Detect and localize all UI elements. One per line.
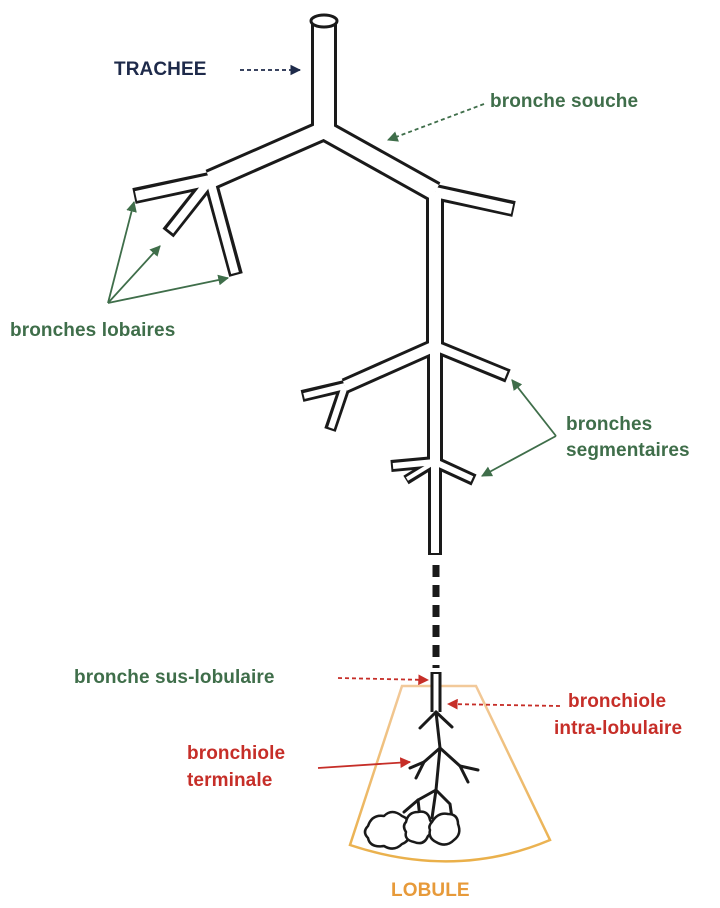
label-bronche-souche: bronche souche [490,91,638,113]
arrow-bronche-souche [388,104,484,140]
label-bronchiole-intra-line1: bronchiole [568,691,666,713]
bronchioles [404,712,478,818]
label-bronchiole-terminale-line1: bronchiole [187,743,285,765]
arrow-segmentaire-1 [512,380,556,436]
arrow-lobaire-3 [108,278,228,303]
label-trachee: TRACHEE [114,59,207,81]
label-bronches-segmentaires-line2: segmentaires [566,440,690,462]
label-bronches-lobaires: bronches lobaires [10,320,175,342]
label-bronchiole-intra-line2: intra-lobulaire [554,718,682,740]
arrow-segmentaire-2 [482,436,556,476]
label-bronchiole-terminale-line2: terminale [187,770,272,792]
bronchi-lumen [136,22,512,712]
label-bronches-segmentaires-line1: bronches [566,414,652,436]
arrow-terminale [318,762,410,768]
label-bronche-sus-lobulaire: bronche sus-lobulaire [74,667,275,689]
arrow-sus-lobulaire [338,678,428,680]
arrow-intra-lobulaire [448,704,560,706]
label-lobule: LOBULE [391,880,470,902]
alveolar-sacs [365,812,459,849]
trachea-opening [311,15,337,27]
